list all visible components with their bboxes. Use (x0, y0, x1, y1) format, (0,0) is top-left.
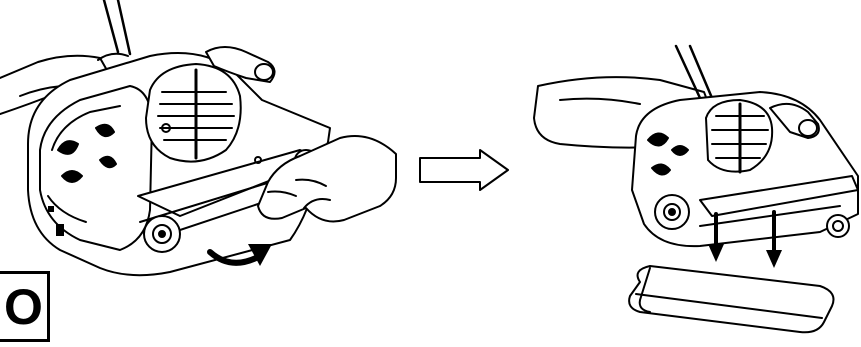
belt-sander-body (27, 46, 331, 277)
remove-belt-panel (533, 44, 859, 334)
sanding-belt (628, 265, 835, 334)
power-cord-right (674, 44, 714, 100)
step-label: O (0, 271, 50, 342)
right-arrow-icon (419, 149, 509, 191)
power-cord (102, 0, 132, 56)
belt-sander-body-right (631, 91, 859, 248)
release-belt-panel (0, 0, 397, 277)
rotate-lever-arrow-icon (207, 244, 272, 266)
lever-hand (257, 135, 397, 223)
remove-belt-arrows-icon (708, 210, 782, 268)
